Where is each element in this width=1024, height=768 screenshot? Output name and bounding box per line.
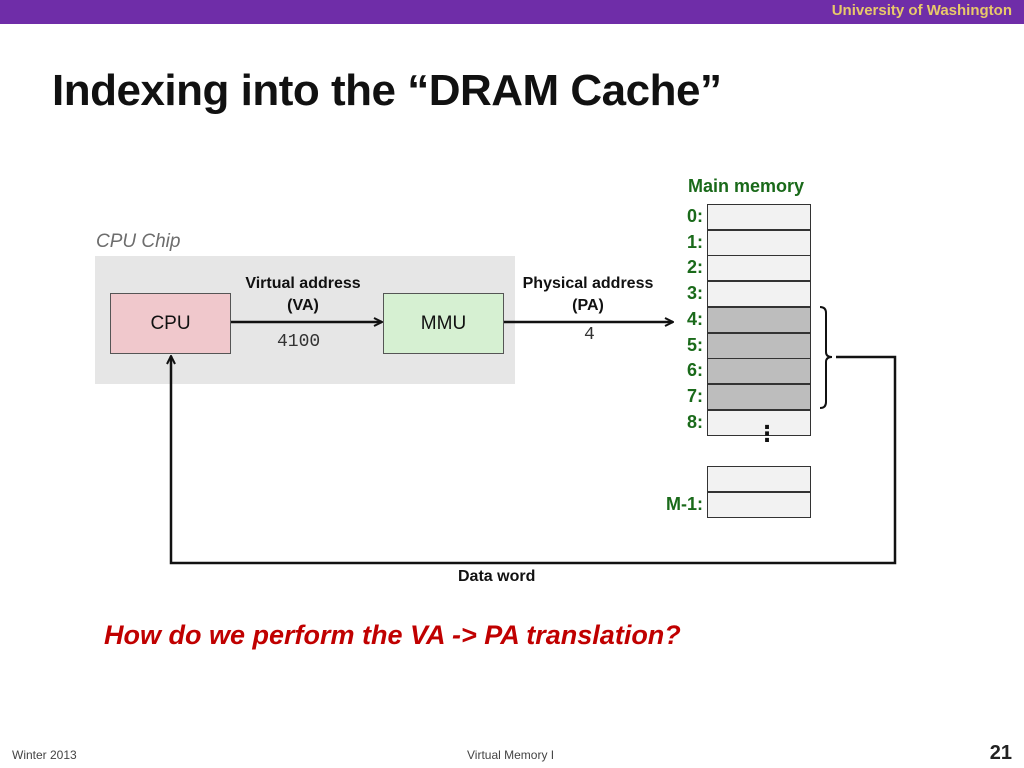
page-number: 21 (989, 742, 1012, 764)
pa-value: 4 (584, 325, 595, 345)
memory-cell (707, 409, 811, 436)
va-label-line2: (VA) (287, 297, 319, 314)
memory-index-label: 5: (686, 334, 703, 355)
mmu-box: MMU (383, 293, 504, 354)
memory-index-label: 3: (686, 283, 703, 304)
data-word-label: Data word (458, 568, 536, 585)
memory-index-label: M-1: (666, 493, 703, 514)
block-brace (819, 306, 833, 409)
header-bar: University of Washington (0, 0, 1024, 24)
institution-name: University of Washington (831, 2, 1012, 19)
memory-index-label: 2: (686, 257, 703, 278)
memory-index-label: 6: (686, 360, 703, 381)
memory-cell (707, 306, 811, 333)
data-word-return-path (171, 356, 897, 565)
slide-title: Indexing into the “DRAM Cache” (52, 66, 722, 115)
memory-index-label: 0: (686, 206, 703, 226)
memory-cell (707, 332, 811, 359)
memory-cell (707, 383, 811, 410)
memory-cell (707, 466, 811, 492)
memory-cell (707, 204, 811, 230)
cpu-label: CPU (150, 312, 191, 334)
cpu-box: CPU (110, 293, 231, 354)
cpu-chip-label: CPU Chip (96, 231, 181, 252)
memory-cell (707, 491, 811, 518)
physical-address-label: Physical address (PA) (512, 273, 664, 317)
va-label-line1: Virtual address (245, 275, 361, 292)
memory-index-label: 8: (686, 411, 703, 432)
memory-cell (707, 255, 811, 282)
memory-index-label: 4: (686, 308, 703, 329)
memory-index-label: 1: (686, 231, 703, 252)
footer-term: Winter 2013 (12, 748, 77, 762)
main-memory-label: Main memory (688, 176, 805, 196)
footer-topic: Virtual Memory I (467, 748, 555, 762)
va-value: 4100 (277, 332, 321, 352)
memory-cell (707, 229, 811, 256)
virtual-address-label: Virtual address (VA) (232, 273, 374, 317)
pa-label-line1: Physical address (522, 275, 654, 292)
memory-cell (707, 358, 811, 385)
mmu-label: MMU (420, 312, 467, 334)
question-text: How do we perform the VA -> PA translati… (104, 620, 681, 650)
pa-label-line2: (PA) (572, 297, 604, 314)
memory-cell (707, 281, 811, 308)
memory-index-label: 7: (686, 385, 703, 406)
